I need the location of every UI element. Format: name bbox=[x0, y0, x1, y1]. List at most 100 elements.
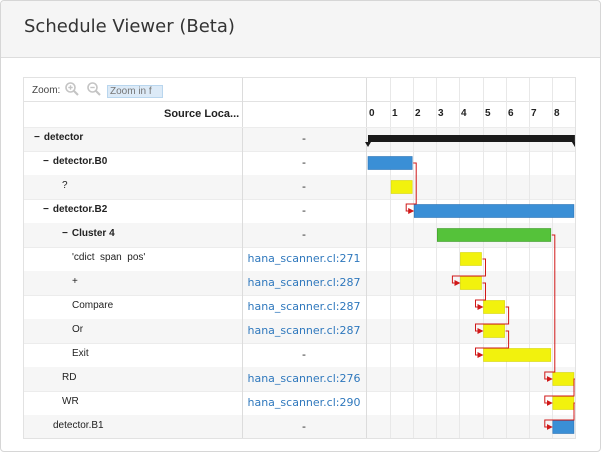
timeline-tick-label: 0 bbox=[369, 108, 375, 119]
collapse-toggle-icon[interactable]: − bbox=[62, 228, 68, 239]
source-location-link[interactable]: hana_scanner.cl:276 bbox=[247, 372, 361, 385]
zoom-out-icon[interactable] bbox=[86, 81, 102, 97]
collapse-toggle-icon[interactable]: − bbox=[43, 204, 49, 215]
schedule-row[interactable]: −detector.B2 - bbox=[24, 199, 575, 223]
window-header: Schedule Viewer (Beta) bbox=[1, 1, 600, 58]
zoom-in-icon[interactable] bbox=[64, 81, 80, 97]
row-divider bbox=[24, 247, 575, 248]
source-location-link[interactable]: hana_scanner.cl:271 bbox=[247, 252, 361, 265]
summary-bar-end bbox=[365, 142, 371, 147]
timeline-tick-label: 4 bbox=[461, 108, 467, 119]
row-label: Cluster 4 bbox=[71, 228, 115, 239]
source-location-header[interactable]: Source Loca... bbox=[164, 108, 240, 120]
schedule-panel: Zoom: −detector-−detector.B0-?-−detector… bbox=[23, 77, 576, 439]
row-divider bbox=[24, 151, 575, 152]
row-label: + bbox=[72, 276, 78, 287]
row-divider bbox=[24, 295, 575, 296]
source-location-empty: - bbox=[302, 348, 306, 361]
row-divider bbox=[24, 199, 575, 200]
timeline-gridline bbox=[390, 78, 391, 438]
source-location-empty: - bbox=[302, 228, 306, 241]
row-name: Or bbox=[72, 324, 83, 335]
timeline-tick-label: 3 bbox=[438, 108, 444, 119]
row-name: −detector.B2 bbox=[43, 204, 107, 215]
timeline-tick-label: 8 bbox=[554, 108, 560, 119]
timeline-tick-label: 7 bbox=[531, 108, 537, 119]
row-name: 'cdict span pos' bbox=[72, 252, 145, 263]
source-location-empty: - bbox=[302, 180, 306, 193]
source-location-empty: - bbox=[302, 420, 306, 433]
row-name: + bbox=[72, 276, 78, 287]
row-name: −detector.B0 bbox=[43, 156, 107, 167]
operation-bar[interactable] bbox=[390, 180, 413, 194]
row-label: Compare bbox=[72, 300, 114, 311]
schedule-row[interactable]: WR hana_scanner.cl:290 bbox=[24, 391, 575, 415]
timeline-tick-label: 1 bbox=[392, 108, 398, 119]
collapse-toggle-icon[interactable]: − bbox=[43, 156, 49, 167]
column-divider bbox=[366, 78, 367, 438]
source-location-link[interactable]: hana_scanner.cl:290 bbox=[247, 396, 361, 409]
source-location-link[interactable]: hana_scanner.cl:287 bbox=[247, 300, 361, 313]
summary-bar-end bbox=[571, 142, 575, 147]
row-name: −detector bbox=[34, 132, 83, 143]
row-name: Compare bbox=[72, 300, 113, 311]
block-bar[interactable] bbox=[413, 204, 575, 218]
dependency-arrow bbox=[405, 162, 417, 214]
dependency-arrow bbox=[451, 258, 486, 286]
dependency-arrow bbox=[475, 330, 510, 358]
row-name: −Cluster 4 bbox=[62, 228, 115, 239]
collapse-toggle-icon[interactable]: − bbox=[34, 132, 40, 143]
timeline-gridline bbox=[413, 78, 414, 438]
operation-bar[interactable] bbox=[483, 324, 505, 338]
operation-bar[interactable] bbox=[460, 252, 482, 266]
schedule-row[interactable]: detector.B1 - bbox=[24, 415, 575, 438]
zoom-toolbar: Zoom: bbox=[24, 78, 575, 102]
dependency-arrow bbox=[544, 234, 556, 382]
operation-bar[interactable] bbox=[552, 396, 575, 410]
dependency-arrow bbox=[544, 378, 575, 406]
operation-bar[interactable] bbox=[483, 300, 505, 314]
row-label: Or bbox=[72, 324, 84, 335]
column-divider bbox=[242, 78, 243, 438]
row-name: detector.B1 bbox=[53, 420, 104, 431]
page-title: Schedule Viewer (Beta) bbox=[24, 16, 235, 37]
zoom-label: Zoom: bbox=[32, 85, 61, 96]
source-location-link[interactable]: hana_scanner.cl:287 bbox=[247, 324, 361, 337]
row-divider bbox=[24, 343, 575, 344]
row-name: ? bbox=[62, 180, 68, 191]
row-name: RD bbox=[62, 372, 76, 383]
operation-bar[interactable] bbox=[552, 372, 575, 386]
row-label: Exit bbox=[72, 348, 89, 359]
timeline-gridline bbox=[529, 78, 530, 438]
row-label: WR bbox=[62, 396, 79, 407]
source-location-empty: - bbox=[302, 132, 306, 145]
block-bar[interactable] bbox=[552, 420, 575, 434]
timeline-tick-label: 5 bbox=[485, 108, 491, 119]
schedule-row[interactable]: 'cdict span pos' hana_scanner.cl:271 bbox=[24, 247, 575, 271]
row-name: Exit bbox=[72, 348, 89, 359]
row-label: 'cdict span pos' bbox=[72, 252, 146, 263]
zoom-input[interactable] bbox=[107, 85, 163, 98]
operation-bar[interactable] bbox=[483, 348, 552, 362]
timeline-gridline bbox=[436, 78, 437, 438]
operation-bar[interactable] bbox=[460, 276, 482, 290]
summary-bar[interactable] bbox=[368, 135, 575, 142]
cluster-bar[interactable] bbox=[436, 228, 552, 242]
block-bar[interactable] bbox=[367, 156, 413, 170]
row-label: detector.B1 bbox=[53, 420, 104, 431]
row-divider bbox=[24, 391, 575, 392]
row-name: WR bbox=[62, 396, 79, 407]
gantt-chart bbox=[365, 135, 575, 434]
source-location-link[interactable]: hana_scanner.cl:287 bbox=[247, 276, 361, 289]
source-location-empty: - bbox=[302, 156, 306, 169]
timeline-gridline bbox=[506, 78, 507, 438]
source-location-empty: - bbox=[302, 204, 306, 217]
schedule-row[interactable]: −detector.B0 - bbox=[24, 151, 575, 175]
timeline-tick-label: 6 bbox=[508, 108, 514, 119]
row-label: detector.B2 bbox=[52, 204, 108, 215]
row-label: detector bbox=[43, 132, 84, 143]
schedule-row[interactable]: Exit - bbox=[24, 343, 575, 367]
timeline-gridline bbox=[552, 78, 553, 438]
schedule-row[interactable]: Compare hana_scanner.cl:287 bbox=[24, 295, 575, 319]
